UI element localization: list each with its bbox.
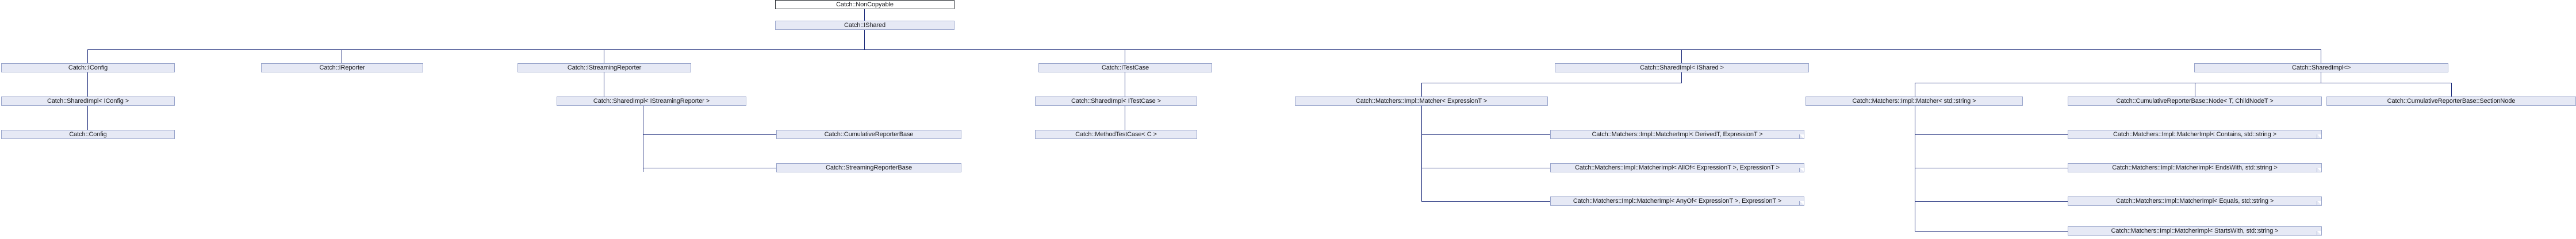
class-node-n18[interactable]: Catch::Matchers::Impl::MatcherImpl< Deri… [1550,130,1804,139]
connector-bus-drop-sharedimpl-ishared [1681,49,1682,63]
class-node-label: Catch::CumulativeReporterBase::SectionNo… [2387,97,2516,105]
class-node-label: Catch::SharedImpl< IConfig > [47,97,129,105]
connector-noncopyable-to-ishared [864,9,865,21]
class-node-label: Catch::Matchers::Impl::MatcherImpl< AllO… [1575,164,1780,171]
connector-matcher-expr-drop [1421,83,1422,97]
connector-matcher-string-to-equals [1915,201,2069,202]
class-node-label: Catch::Matchers::Impl::MatcherImpl< AnyO… [1573,197,1782,205]
class-node-label: Catch::IConfig [68,64,108,71]
connector-matcher-string-to-startswith [1915,231,2069,232]
connector-matcher-expr-to-derived [1421,134,1551,135]
class-node-n22[interactable]: Catch::Matchers::Impl::MatcherImpl< Ends… [2068,163,2322,172]
class-node-n7[interactable]: Catch::SharedImpl<> [2194,63,2448,72]
class-node-label: Catch::Config [69,130,107,138]
class-node-n12[interactable]: Catch::Matchers::Impl::Matcher< std::str… [1805,97,2023,106]
class-node-label: Catch::SharedImpl< IStreamingReporter > [593,97,710,105]
class-node-n15[interactable]: Catch::Config [1,130,175,139]
class-node-n3[interactable]: Catch::IReporter [261,63,423,72]
class-node-label: Catch::IStreamingReporter [567,64,642,71]
connector-matcher-expr-spine [1421,106,1422,202]
class-node-label: Catch::ITestCase [1101,64,1149,71]
class-node-n17[interactable]: Catch::MethodTestCase< C > [1035,130,1197,139]
connector-sharedimpl-ishared-drop [1681,72,1682,83]
connector-spine-to-cumulative [643,134,777,135]
class-node-n0[interactable]: Catch::NonCopyable [775,0,954,9]
connector-sharedimpl-iconfig-to-config [87,106,88,130]
class-node-n9[interactable]: Catch::SharedImpl< IStreamingReporter > [557,97,746,106]
class-node-n2[interactable]: Catch::IConfig [1,63,175,72]
class-node-n25[interactable]: Catch::Matchers::Impl::MatcherImpl< Star… [2068,226,2322,236]
connector-sectionnode-drop [2451,83,2452,97]
connector-bus-drop-iconfig [87,49,88,63]
class-node-label: Catch::SharedImpl< IShared > [1640,64,1724,71]
class-node-n6[interactable]: Catch::SharedImpl< IShared > [1555,63,1809,72]
class-node-label: Catch::Matchers::Impl::MatcherImpl< Ends… [2112,164,2278,171]
connector-matcher-string-to-contains [1915,134,2069,135]
class-node-n11[interactable]: Catch::Matchers::Impl::Matcher< Expressi… [1295,97,1548,106]
class-node-n4[interactable]: Catch::IStreamingReporter [518,63,691,72]
class-node-n23[interactable]: Catch::Matchers::Impl::MatcherImpl< AnyO… [1550,196,1804,206]
class-node-label: Catch::Matchers::Impl::MatcherImpl< Cont… [2113,130,2276,138]
connector-matcher-expr-to-anyof [1421,201,1551,202]
class-node-n24[interactable]: Catch::Matchers::Impl::MatcherImpl< Equa… [2068,196,2322,206]
class-node-label: Catch::CumulativeReporterBase::Node< T, … [2116,97,2274,105]
class-node-label: Catch::Matchers::Impl::Matcher< std::str… [1852,97,1976,105]
connector-ishared-bus-horizontal [87,49,2321,50]
class-node-label: Catch::MethodTestCase< C > [1075,130,1157,138]
class-node-label: Catch::NonCopyable [836,1,894,8]
connector-iconfig-to-sharedimpl [87,72,88,97]
class-node-n13[interactable]: Catch::CumulativeReporterBase::Node< T, … [2068,97,2322,106]
class-node-n10[interactable]: Catch::SharedImpl< ITestCase > [1035,97,1197,106]
class-node-label: Catch::Matchers::Impl::MatcherImpl< Equa… [2115,197,2274,205]
connector-ishared-down-stub [864,30,865,49]
class-node-label: Catch::Matchers::Impl::Matcher< Expressi… [1355,97,1488,105]
class-node-n5[interactable]: Catch::ITestCase [1038,63,1212,72]
class-node-n1[interactable]: Catch::IShared [775,21,954,30]
class-node-n14[interactable]: Catch::CumulativeReporterBase::SectionNo… [2326,97,2576,106]
class-node-n20[interactable]: Catch::StreamingReporterBase [776,163,961,172]
class-node-n16[interactable]: Catch::CumulativeReporterBase [776,130,961,139]
class-node-n21[interactable]: Catch::Matchers::Impl::MatcherImpl< AllO… [1550,163,1804,172]
class-node-label: Catch::Matchers::Impl::MatcherImpl< Star… [2111,227,2279,234]
class-node-label: Catch::CumulativeReporterBase [824,130,914,138]
class-node-n19[interactable]: Catch::Matchers::Impl::MatcherImpl< Cont… [2068,130,2322,139]
class-node-label: Catch::IReporter [319,64,365,71]
class-node-label: Catch::SharedImpl< ITestCase > [1071,97,1161,105]
class-node-n8[interactable]: Catch::SharedImpl< IConfig > [1,97,175,106]
class-node-label: Catch::IShared [844,21,885,29]
class-node-label: Catch::StreamingReporterBase [825,164,913,171]
class-node-label: Catch::SharedImpl<> [2291,64,2351,71]
class-node-label: Catch::Matchers::Impl::MatcherImpl< Deri… [1592,130,1763,138]
